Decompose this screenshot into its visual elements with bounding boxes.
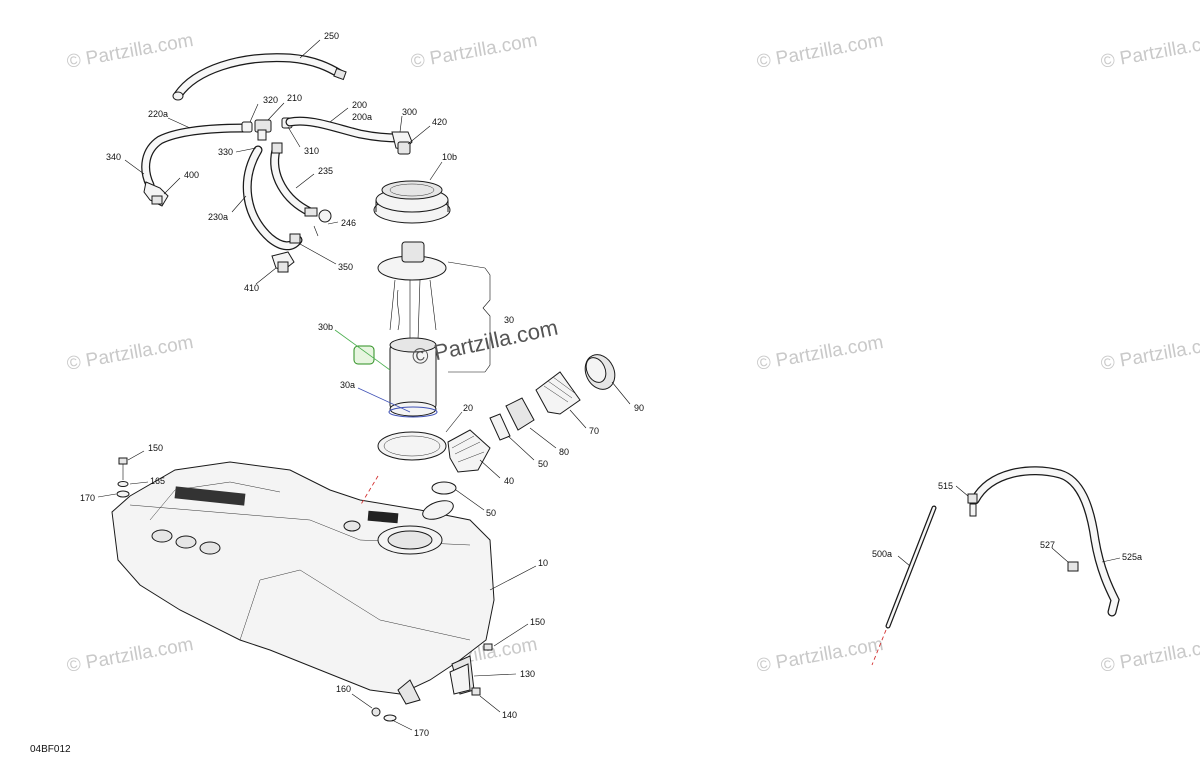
part-label-50: 50 xyxy=(486,508,496,518)
part-label-525a: 525a xyxy=(1122,552,1142,562)
lock-ring-10b[interactable] xyxy=(373,180,451,224)
leader-lines xyxy=(97,39,1121,731)
part-label-160: 160 xyxy=(336,684,351,694)
part-label-30: 30 xyxy=(504,315,514,325)
part-label-80: 80 xyxy=(559,447,569,457)
washer-170-lower[interactable] xyxy=(383,714,397,722)
part-label-70: 70 xyxy=(589,426,599,436)
part-label-90: 90 xyxy=(634,403,644,413)
part-labels: 250 220a 320 210 200 200a 300 420 10b 34… xyxy=(80,31,1142,738)
watermark-center: © Partzilla.com xyxy=(410,315,560,370)
part-label-200a: 200a xyxy=(352,112,372,122)
clip-527[interactable] xyxy=(1067,561,1079,572)
hose-235[interactable] xyxy=(270,142,315,217)
clamp-50[interactable] xyxy=(431,481,457,495)
gasket-20[interactable] xyxy=(377,431,447,461)
watermark: © Partzilla.com xyxy=(755,30,885,73)
part-label-400: 400 xyxy=(184,170,199,180)
part-label-20: 20 xyxy=(463,403,473,413)
part-label-220a: 220a xyxy=(148,109,168,119)
watermark: © Partzilla.com xyxy=(1099,332,1200,375)
part-label-200: 200 xyxy=(352,100,367,110)
elbow-fitting-410[interactable] xyxy=(271,251,295,273)
hose-220a[interactable] xyxy=(141,123,250,190)
hose-230a[interactable] xyxy=(242,145,303,251)
part-label-170: 170 xyxy=(80,493,95,503)
part-label-10b: 10b xyxy=(442,152,457,162)
t-fitting-210[interactable] xyxy=(241,117,293,141)
part-label-500a: 500a xyxy=(872,549,892,559)
fuel-cap-90[interactable] xyxy=(580,350,621,394)
fuel-tank-10[interactable] xyxy=(111,461,495,705)
fuel-pump-module-30[interactable] xyxy=(377,241,491,417)
washer-165[interactable] xyxy=(117,481,129,487)
part-label-350: 350 xyxy=(338,262,353,272)
hose-200[interactable] xyxy=(285,116,403,143)
part-label-150: 150 xyxy=(148,443,163,453)
part-label-230a: 230a xyxy=(208,212,228,222)
part-label-30a: 30a xyxy=(340,380,355,390)
watermark: © Partzilla.com xyxy=(755,332,885,375)
watermark: © Partzilla.com xyxy=(409,30,539,73)
part-label-40: 40 xyxy=(504,476,514,486)
part-label-165: 165 xyxy=(150,476,165,486)
washer-170[interactable] xyxy=(116,490,130,498)
boot-80[interactable] xyxy=(505,397,535,431)
clamp-50[interactable] xyxy=(489,413,511,441)
part-label-140: 140 xyxy=(502,710,517,720)
clamp-350[interactable] xyxy=(289,233,301,244)
tube-500a[interactable] xyxy=(885,505,937,629)
bracket-130[interactable] xyxy=(449,663,471,695)
bolt-150-lower[interactable] xyxy=(483,643,493,651)
part-label-310: 310 xyxy=(304,146,319,156)
alignment-line xyxy=(871,629,887,666)
part-label-527: 527 xyxy=(1040,540,1055,550)
part-label-340: 340 xyxy=(106,152,121,162)
part-label-515: 515 xyxy=(938,481,953,491)
watermark: © Partzilla.com xyxy=(65,332,195,375)
part-label-250: 250 xyxy=(324,31,339,41)
watermark: © Partzilla.com xyxy=(1099,634,1200,677)
part-label-30b: 30b xyxy=(318,322,333,332)
part-label-130: 130 xyxy=(520,669,535,679)
part-label-50: 50 xyxy=(538,459,548,469)
watermark: © Partzilla.com xyxy=(65,30,195,73)
filler-tube-70[interactable] xyxy=(535,371,581,415)
alignment-line xyxy=(359,475,379,507)
part-label-150: 150 xyxy=(530,617,545,627)
part-label-210: 210 xyxy=(287,93,302,103)
diagram-code: 04BF012 xyxy=(30,744,71,755)
part-label-300: 300 xyxy=(402,107,417,117)
watermark: © Partzilla.com xyxy=(65,634,195,677)
part-label-246: 246 xyxy=(341,218,356,228)
filter-30b[interactable] xyxy=(334,329,391,371)
part-label-235: 235 xyxy=(318,166,333,176)
part-label-410: 410 xyxy=(244,283,259,293)
watermark: © Partzilla.com xyxy=(1099,30,1200,73)
part-label-170: 170 xyxy=(414,728,429,738)
bolt-150[interactable] xyxy=(118,457,128,480)
vent-hose-525a[interactable] xyxy=(970,466,1120,617)
connector-515[interactable] xyxy=(967,493,978,517)
filler-neck-40[interactable] xyxy=(447,429,491,473)
watermark: © Partzilla.com xyxy=(755,634,885,677)
part-label-320: 320 xyxy=(263,95,278,105)
seal-30a[interactable] xyxy=(357,387,438,418)
elbow-fitting-400[interactable] xyxy=(143,181,169,207)
bolt-140[interactable] xyxy=(471,687,481,696)
nut-160[interactable] xyxy=(371,707,381,717)
hose-250[interactable] xyxy=(172,53,347,101)
elbow-fitting-300[interactable] xyxy=(391,131,413,155)
part-label-10: 10 xyxy=(538,558,548,568)
part-label-330: 330 xyxy=(218,147,233,157)
part-label-420: 420 xyxy=(432,117,447,127)
clamp-246[interactable] xyxy=(304,207,332,237)
